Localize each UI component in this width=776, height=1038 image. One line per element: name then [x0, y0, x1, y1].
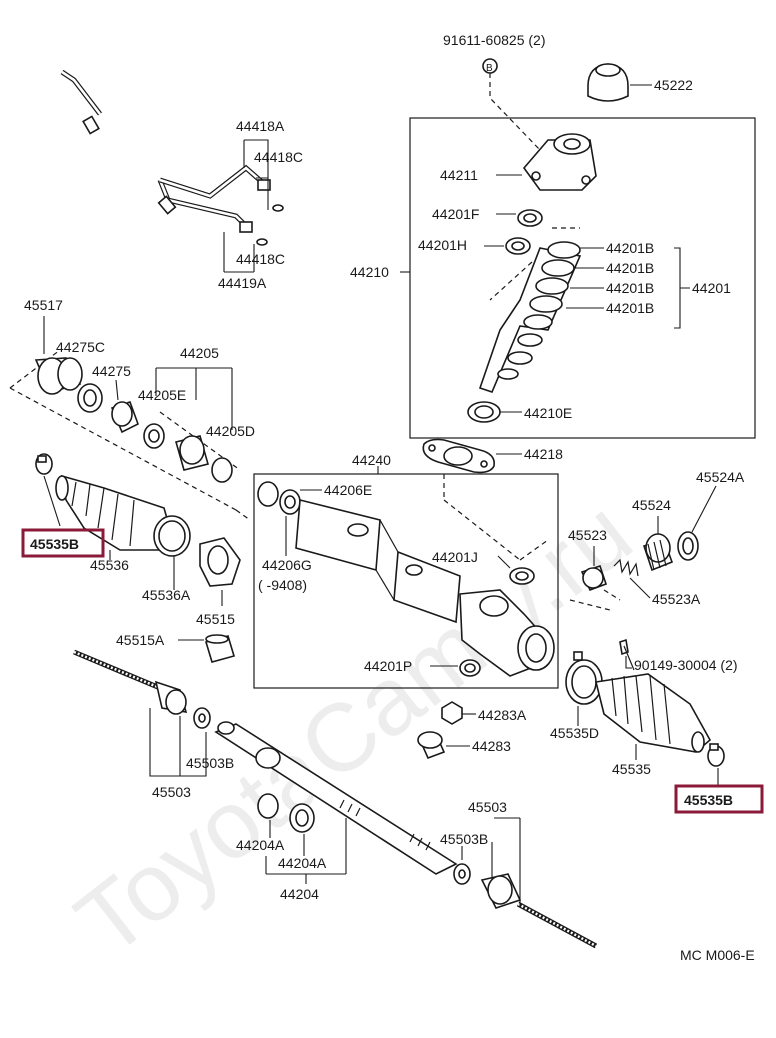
bearing-44201J: [509, 567, 535, 585]
label-44205: 44205: [180, 345, 219, 361]
label-44201F: 44201F: [432, 206, 479, 222]
ring-44275C: [77, 383, 103, 413]
tie-rod-end-left: [73, 649, 188, 715]
label-44218: 44218: [524, 446, 563, 462]
bush-44205: [175, 435, 209, 471]
clamp-45535D: [565, 651, 603, 705]
label-45517: 45517: [24, 297, 63, 313]
label-44206E: 44206E: [324, 482, 372, 498]
label-9408: ( -9408): [258, 577, 307, 593]
boot-45535: [595, 673, 712, 753]
label-44201J: 44201J: [432, 549, 478, 565]
label-44201P: 44201P: [364, 658, 412, 674]
label-44204A-1: 44204A: [236, 837, 285, 853]
label-45503-left: 45503: [152, 784, 191, 800]
label-91611-60825: 91611-60825 (2): [443, 32, 545, 48]
ring-44205D: [211, 457, 233, 483]
label-44283A: 44283A: [478, 707, 527, 723]
bushing-44275: [110, 400, 139, 434]
label-44201B-1: 44201B: [606, 240, 654, 256]
label-44201B-2: 44201B: [606, 260, 654, 276]
tie-rod-end-right: [480, 873, 598, 949]
highlight-45535B-right: [674, 784, 764, 814]
cushion-45515A: [204, 634, 236, 663]
label-45524A: 45524A: [696, 469, 745, 485]
screw-45524: [642, 533, 674, 572]
clamp-45536A: [153, 515, 191, 557]
rack-housing-box: [253, 473, 559, 689]
label-44275C: 44275C: [56, 339, 105, 355]
dust-cover-45222: [587, 63, 629, 102]
pressure-tube-assembly: [60, 69, 284, 246]
label-44283: 44283: [472, 738, 511, 754]
label-44419A: 44419A: [218, 275, 267, 291]
lock-nut-45524A: [677, 531, 699, 561]
label-44418C-top: 44418C: [254, 149, 303, 165]
oil-seal-44201F: [517, 209, 543, 227]
label-45503-right: 45503: [468, 799, 507, 815]
guide-45523: [580, 564, 608, 592]
seal-44206E: [257, 481, 301, 515]
clamp-45535B-right: [707, 743, 725, 767]
valve-housing-44211: [522, 133, 597, 191]
label-45535B-left[interactable]: 45535B: [30, 536, 79, 552]
label-44204A-2: 44204A: [278, 855, 327, 871]
label-44201H: 44201H: [418, 237, 467, 253]
label-45536: 45536: [90, 557, 129, 573]
ring-44204A-2: [289, 803, 315, 833]
label-44210E: 44210E: [524, 405, 572, 421]
bolt-90149: [619, 638, 635, 671]
control-valve-box: [409, 117, 756, 439]
label-44206G: 44206G: [262, 557, 312, 573]
label-44205E: 44205E: [138, 387, 186, 403]
label-44205D: 44205D: [206, 423, 255, 439]
diagram-code: MC M006-E: [680, 947, 755, 963]
label-45503B-left: 45503B: [186, 755, 234, 771]
bracket-45515: [199, 537, 241, 587]
highlight-45535B-left: [21, 528, 105, 558]
label-45503B-right: 45503B: [440, 831, 488, 847]
label-45535D: 45535D: [550, 725, 599, 741]
spring-45523A: [613, 558, 639, 577]
gasket-44218: [422, 438, 496, 474]
label-44204: 44204: [280, 886, 319, 902]
label-44201: 44201: [692, 280, 731, 296]
label-44210: 44210: [350, 264, 389, 280]
oil-seal-44210E: [467, 401, 501, 423]
lock-nut-44283A: [441, 701, 463, 725]
label-45515A: 45515A: [116, 632, 165, 648]
seal-44201P: [459, 659, 481, 677]
label-45535B-right[interactable]: 45535B: [684, 792, 733, 808]
label-45536A: 45536A: [142, 587, 191, 603]
bolt-b-letter: B: [486, 63, 493, 74]
ring-44205E: [143, 423, 165, 449]
label-45535: 45535: [612, 761, 651, 777]
label-45523: 45523: [568, 527, 607, 543]
label-45222: 45222: [654, 77, 693, 93]
control-valve-shaft: [478, 241, 582, 393]
label-44275: 44275: [92, 363, 131, 379]
ring-44204A-1: [257, 793, 279, 819]
label-44240: 44240: [352, 452, 391, 468]
bushing-45517: [34, 357, 83, 395]
label-44211: 44211: [440, 167, 478, 183]
steering-rack-44204: [214, 721, 458, 875]
label-45524: 45524: [632, 497, 671, 513]
lock-nut-45503B-left: [193, 707, 211, 729]
label-44418C-bottom: 44418C: [236, 251, 285, 267]
bearing-44201H: [505, 237, 531, 255]
lock-nut-45503B-right: [453, 863, 471, 885]
label-90149-30004: 90149-30004 (2): [634, 657, 738, 673]
label-44201B-3: 44201B: [606, 280, 654, 296]
plug-44283: [417, 731, 446, 760]
label-44201B-4: 44201B: [606, 300, 654, 316]
rack-housing-44240: [295, 498, 555, 677]
label-44418A: 44418A: [236, 118, 285, 134]
clamp-45535B-left: [35, 453, 53, 475]
label-45523A: 45523A: [652, 591, 701, 607]
label-45515: 45515: [196, 611, 235, 627]
